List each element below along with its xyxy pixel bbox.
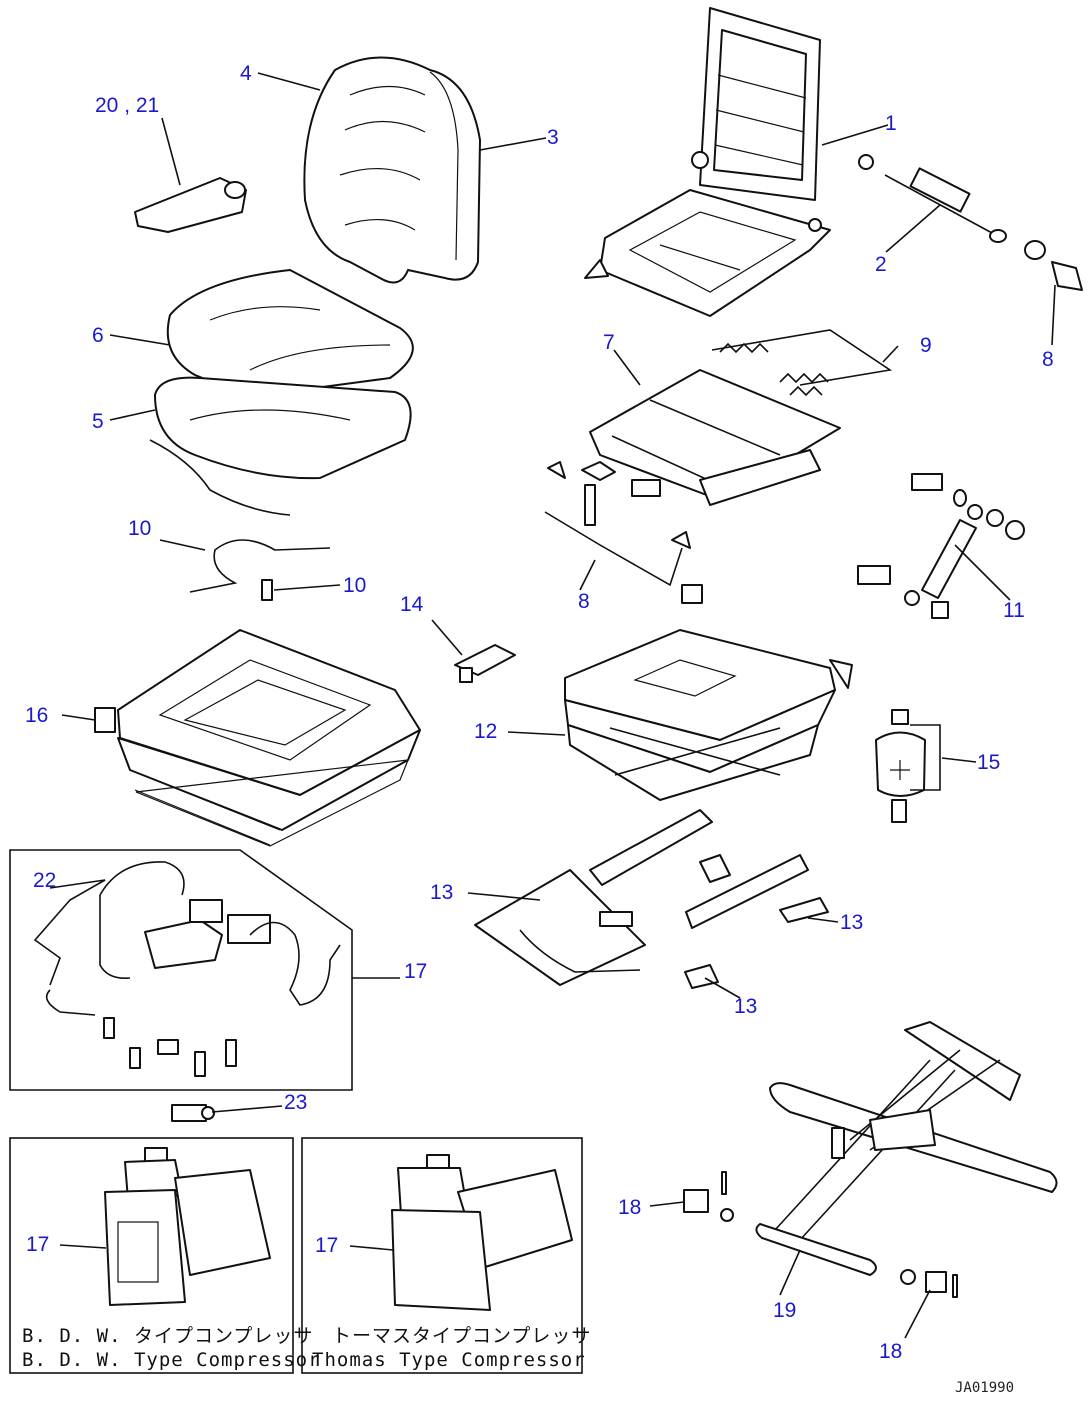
callout-14: 14 — [400, 593, 424, 616]
callout-15: 15 — [977, 751, 1000, 774]
seat-cushion-part-5-6 — [149, 269, 414, 516]
callout-10-b: 10 — [343, 574, 366, 597]
slide-frame-part-7 — [547, 259, 841, 549]
callout-17-c: 17 — [315, 1234, 338, 1257]
callout-12: 12 — [474, 720, 497, 743]
callout-17-a: 17 — [404, 960, 427, 983]
connector-part-23 — [171, 1104, 215, 1122]
caption-thomas-jp: トーマスタイプコンプレッサ — [332, 1325, 591, 1347]
callout-6: 6 — [92, 324, 104, 347]
callout-16: 16 — [25, 704, 48, 727]
hardware-part-18 — [683, 1171, 958, 1298]
callout-labels: 1 2 3 4 20 , 21 6 5 7 9 8 10 10 8 11 14 … — [25, 62, 1054, 1363]
cable-tie-part-10 — [189, 539, 331, 601]
suspension-part-12 — [564, 584, 853, 801]
callout-13-c: 13 — [734, 995, 757, 1018]
captions: B. D. W. タイプコンプレッサ B. D. W. Type Compres… — [22, 1325, 1014, 1396]
callout-10-a: 10 — [128, 517, 151, 540]
callout-9: 9 — [920, 334, 932, 357]
callout-13-a: 13 — [430, 881, 453, 904]
base-frame-part-16 — [94, 629, 421, 847]
bdw-compressor-box — [9, 1137, 294, 1374]
callout-18-a: 18 — [618, 1196, 641, 1219]
callout-19: 19 — [773, 1299, 796, 1322]
bracket-part-14 — [454, 644, 516, 683]
scissor-linkage-part-19 — [755, 1021, 1058, 1276]
caption-bdw-jp: B. D. W. タイプコンプレッサ — [22, 1325, 313, 1347]
callout-23: 23 — [284, 1091, 307, 1114]
callout-5: 5 — [92, 410, 104, 433]
callout-18-b: 18 — [879, 1340, 902, 1363]
callout-4: 4 — [240, 62, 252, 85]
leader-lines — [33, 72, 1056, 1339]
armrest-part-20-21 — [134, 177, 247, 233]
callout-20-21: 20 , 21 — [95, 94, 159, 117]
caption-thomas-en: Thomas Type Compressor — [312, 1349, 586, 1371]
callout-17-b: 17 — [26, 1233, 49, 1256]
backrest-cushion-part-3-4 — [303, 56, 481, 284]
callout-22: 22 — [33, 869, 56, 892]
drawing-code: JA01990 — [955, 1380, 1014, 1396]
callout-8-b: 8 — [578, 590, 590, 613]
shaft-part-2 — [858, 154, 1083, 291]
seat-frame-part-1 — [599, 7, 831, 317]
callout-11: 11 — [1003, 599, 1025, 622]
rails-part-13 — [474, 809, 829, 989]
damper-part-11 — [857, 473, 1025, 619]
thomas-compressor-box — [301, 1137, 583, 1374]
callout-13-b: 13 — [840, 911, 863, 934]
callout-1: 1 — [885, 112, 897, 135]
callout-8-a: 8 — [1042, 348, 1054, 371]
air-spring-part-15 — [875, 709, 926, 823]
callout-3: 3 — [547, 126, 559, 149]
wiring-kit-box-17 — [9, 849, 353, 1091]
callout-2: 2 — [875, 253, 887, 276]
caption-bdw-en: B. D. W. Type Compressor — [22, 1349, 321, 1371]
callout-7: 7 — [603, 331, 615, 354]
